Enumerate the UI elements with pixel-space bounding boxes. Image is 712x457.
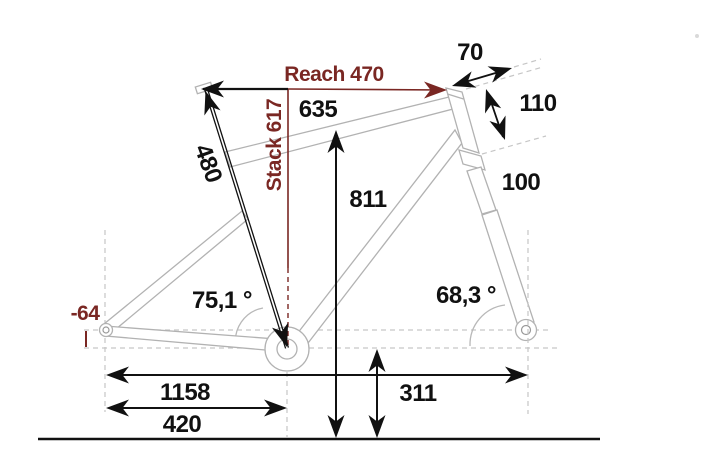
head-tube-bottom-arrowhead: [489, 115, 514, 143]
head-tube: [445, 87, 480, 154]
bb-drop-label: -64: [71, 302, 101, 325]
head-tube-label: 110: [519, 90, 556, 117]
fork-travel-label: 100: [502, 169, 541, 196]
fork-lower-leg: [481, 209, 535, 327]
seat-tube-label: 480: [189, 141, 228, 187]
headset-top-line: [447, 93, 464, 100]
head-angle-arc: [469, 304, 506, 347]
reach-stack-lines: [85, 81, 447, 348]
fork-stanchion: [466, 166, 497, 215]
chain-stay: [104, 325, 278, 352]
standover-label: 811: [349, 186, 386, 213]
measurement-lines: [109, 68, 525, 435]
bb-height-label: 311: [399, 380, 436, 407]
seat-tube-measure-line-1: [203, 89, 287, 349]
headtube-bottom-dashed-line: [481, 135, 547, 155]
stack-label: Stack 617: [263, 99, 286, 191]
wheelbase-label: 1158: [160, 379, 210, 406]
top-tube: [224, 96, 454, 168]
seat-tube-measure-line-2: [206, 88, 290, 348]
head-angle-label: 68,3 °: [436, 282, 496, 309]
chainstay-label: 420: [163, 411, 202, 438]
reach-line: [287, 88, 445, 91]
frame-outline: [98, 81, 538, 372]
page-speck: [695, 34, 699, 38]
top-tube-label: 635: [299, 96, 338, 123]
fork-crown: [458, 149, 486, 171]
spacer-extension-dashed-line: [513, 58, 542, 68]
seat-angle-label: 75,1 °: [192, 287, 252, 314]
rear-axle-icon: [102, 326, 110, 334]
reference-dashed-lines-top: [465, 58, 547, 414]
spacer-label: 70: [457, 39, 483, 66]
reference-dashed-lines: [84, 230, 557, 437]
front-axle-icon: [520, 324, 532, 336]
reach-label: Reach 470: [284, 63, 383, 86]
head-tube-top-arrowhead: [477, 86, 502, 114]
seat-stay: [103, 210, 249, 335]
headtube-top-dashed-line: [465, 66, 544, 90]
down-tube: [296, 128, 463, 349]
